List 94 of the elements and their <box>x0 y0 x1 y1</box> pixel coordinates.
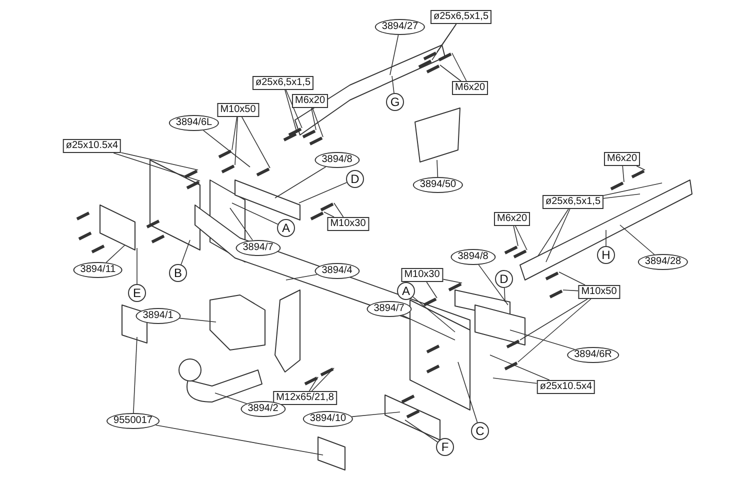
leader-line <box>513 226 518 246</box>
leader-line <box>436 160 438 178</box>
leader-line <box>334 202 344 218</box>
leader-line <box>603 182 662 196</box>
leader-line <box>452 52 467 82</box>
leader-line <box>311 108 316 130</box>
assembly-letter: D <box>346 170 364 188</box>
leader-line <box>155 424 324 456</box>
leader-line <box>298 182 348 204</box>
leader-line <box>490 354 550 380</box>
fastener-spec-label: M6x20 <box>604 152 640 166</box>
fastener-spec-label: M6x20 <box>494 212 530 226</box>
leader-line <box>432 24 457 60</box>
leader-line <box>179 318 216 322</box>
fastener-spec-label: ø25x10.5x4 <box>62 139 122 153</box>
leader-line <box>180 240 190 265</box>
leader-line <box>520 298 588 340</box>
assembly-letter: C <box>471 422 489 440</box>
leader-line <box>284 90 298 134</box>
leader-line <box>603 194 640 199</box>
fastener-spec-label: ø25x6,5x1,5 <box>252 76 314 90</box>
leader-line <box>113 152 200 182</box>
assembly-letter: A <box>397 282 415 300</box>
leader-line <box>515 226 528 250</box>
leader-line <box>230 208 253 241</box>
part-number-callout: 3894/4 <box>314 263 360 279</box>
leader-line <box>546 208 570 262</box>
assembly-letter: E <box>128 284 146 302</box>
leader-line <box>478 264 508 306</box>
leader-line <box>436 24 457 52</box>
leader-line <box>106 244 126 263</box>
leader-line <box>636 166 646 170</box>
leader-line <box>562 290 579 292</box>
leader-line <box>558 272 586 286</box>
assembly-letter: B <box>169 264 187 282</box>
fastener-spec-label: M12x65/21,8 <box>273 391 337 405</box>
leader-line <box>510 330 575 350</box>
leader-line <box>203 130 250 168</box>
part-number-callout: 3894/28 <box>638 254 688 270</box>
leader-line <box>214 392 248 404</box>
fastener-spec-label: M10x30 <box>327 217 369 231</box>
leader-line <box>392 76 394 94</box>
leader-line <box>133 336 138 414</box>
part-number-callout: 3894/10 <box>302 411 354 427</box>
assembly-letter: D <box>495 270 513 288</box>
leader-line <box>324 212 334 218</box>
leader-line <box>442 278 462 284</box>
part-number-callout: 3894/8 <box>450 249 496 265</box>
leader-line <box>274 166 326 198</box>
fastener-spec-label: M10x50 <box>578 285 620 299</box>
assembly-letter: G <box>386 93 404 111</box>
part-number-callout: 3894/8 <box>314 152 360 168</box>
leader-line <box>286 274 318 280</box>
fastener-spec-label: ø25x6,5x1,5 <box>542 195 604 209</box>
leader-line <box>518 298 592 362</box>
fastener-spec-label: ø25x10.5x4 <box>536 380 596 394</box>
leader-line <box>492 378 538 384</box>
leader-line <box>312 108 324 138</box>
leader-line <box>622 166 624 182</box>
part-number-callout: 3894/50 <box>412 177 464 193</box>
leader-line <box>426 282 438 298</box>
leader-line <box>404 420 438 442</box>
assembly-letter: A <box>277 219 295 237</box>
leader-line <box>458 362 478 423</box>
leader-line <box>136 248 138 284</box>
leader-line <box>390 34 399 76</box>
part-number-callout: 9550017 <box>106 413 160 429</box>
leader-line <box>440 64 462 82</box>
part-number-callout: 3894/6L <box>168 115 220 131</box>
leader-line <box>538 208 569 256</box>
part-number-callout: 3894/27 <box>374 19 426 35</box>
assembly-letter: F <box>436 438 454 456</box>
leader-line <box>620 224 655 255</box>
leader-line <box>120 152 198 170</box>
part-number-callout: 3894/6R <box>567 347 619 363</box>
leader-line <box>234 116 238 166</box>
part-number-callout: 3894/1 <box>136 308 180 324</box>
fastener-spec-label: M10x30 <box>401 268 443 282</box>
leader-line <box>242 116 270 168</box>
leader-line <box>232 116 238 150</box>
leader-line <box>412 296 456 332</box>
fastener-spec-label: M6x20 <box>292 94 328 108</box>
fastener-spec-label: ø25x6,5x1,5 <box>430 10 492 24</box>
leader-line <box>286 90 302 128</box>
part-number-callout: 3894/11 <box>73 262 123 278</box>
leader-line <box>311 368 334 392</box>
assembly-letter: H <box>597 246 615 264</box>
leader-line <box>504 288 506 302</box>
leader-line <box>232 202 278 225</box>
fastener-spec-label: M6x20 <box>452 81 488 95</box>
leader-line <box>352 412 400 418</box>
leader-line <box>308 376 318 392</box>
part-number-callout: 3894/2 <box>240 401 286 417</box>
fastener-spec-label: M10x50 <box>217 103 259 117</box>
